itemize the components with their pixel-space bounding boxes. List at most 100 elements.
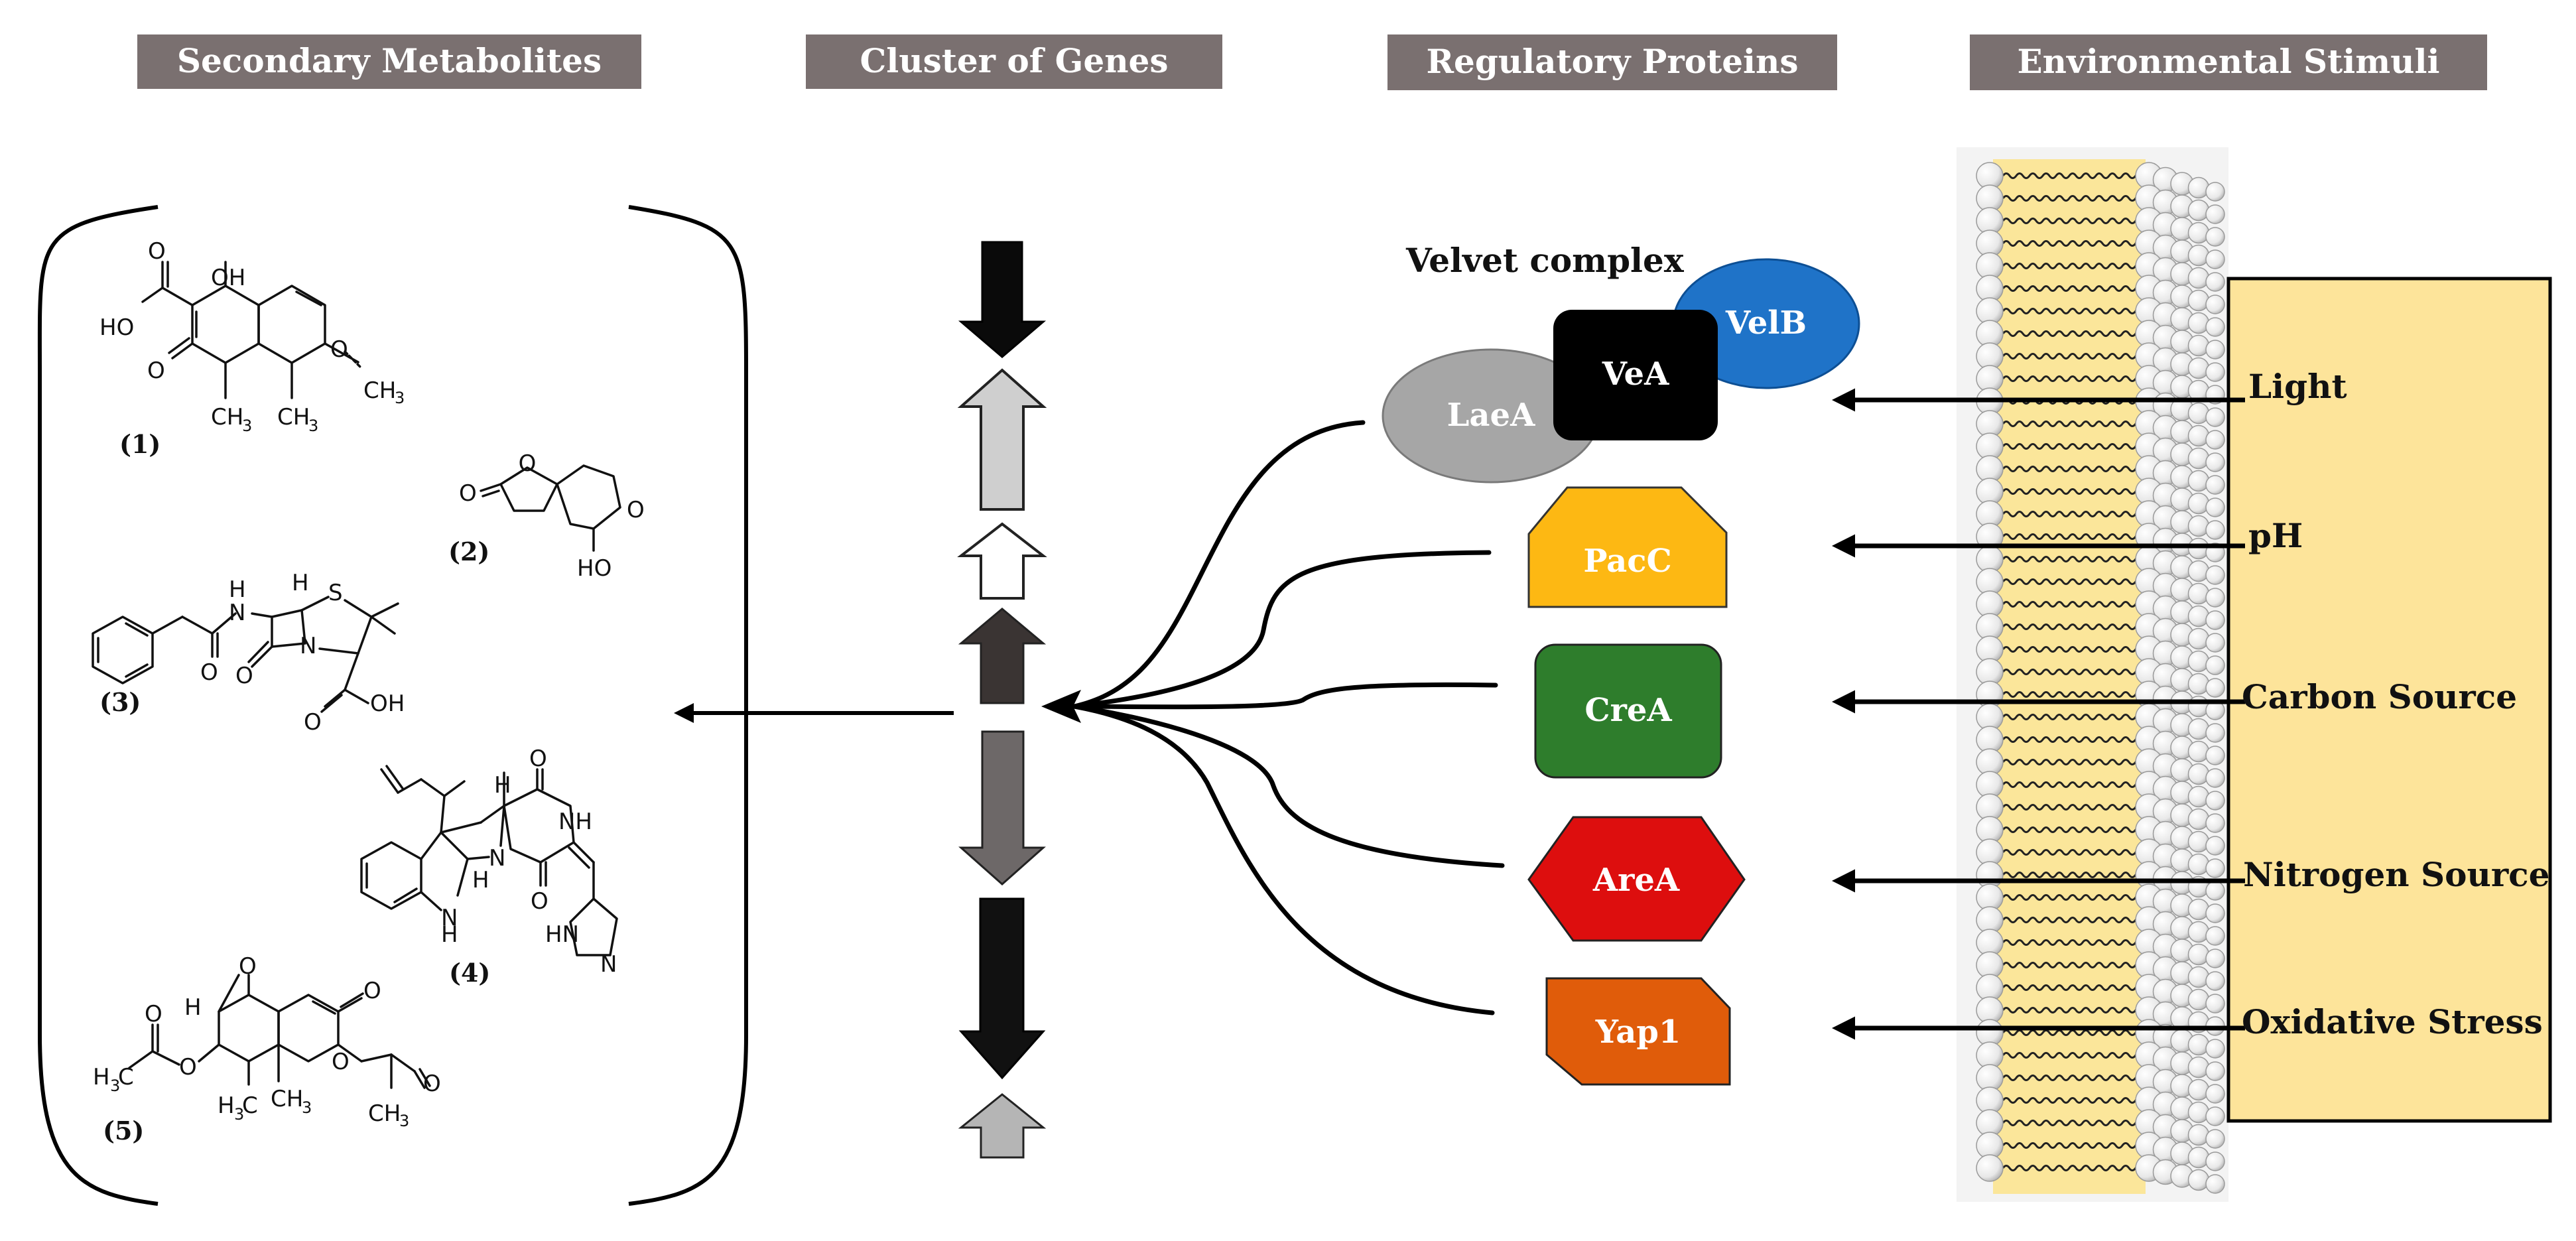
lipid-head <box>2187 650 2210 673</box>
lipid-head <box>2187 267 2210 289</box>
svg-text:O: O <box>179 1054 197 1080</box>
lipid-head <box>2205 994 2225 1013</box>
lipid-tail <box>2002 804 2150 811</box>
lipid-head <box>2187 425 2210 447</box>
stimulus-carbon-label: Carbon Source <box>2242 677 2517 716</box>
lipid-head <box>2187 718 2210 740</box>
stimulus-light: Light <box>1832 367 2347 412</box>
gene-arrow-1 <box>958 241 1047 358</box>
lipid-head <box>2205 182 2225 202</box>
lipid-head <box>2187 402 2210 425</box>
lipid-tail <box>2002 375 2150 382</box>
svg-text:3: 3 <box>242 417 252 435</box>
lipid-tail <box>2002 353 2150 359</box>
lipid-head <box>2187 943 2210 966</box>
svg-text:H: H <box>229 576 246 603</box>
lipid-head <box>2187 785 2210 808</box>
svg-text:O: O <box>627 497 645 523</box>
lipid-head <box>2187 1169 2210 1191</box>
lipid-tail <box>2002 1075 2150 1081</box>
lipid-head <box>1976 1154 2004 1182</box>
svg-text:H: H <box>292 570 309 596</box>
header-metabolites-label: Secondary Metabolites <box>177 41 602 80</box>
vea-protein: VeA <box>1553 310 1718 440</box>
svg-text:N: N <box>300 633 316 659</box>
lipid-head <box>2205 1061 2225 1081</box>
lipid-head <box>2187 560 2210 582</box>
lipid-tail <box>2002 1052 2150 1059</box>
lipid-head <box>2205 407 2225 427</box>
lipid-head <box>2187 222 2210 244</box>
pacc-protein: PacC <box>1527 486 1728 608</box>
lipid-head <box>2205 204 2225 224</box>
lipid-tail <box>2002 736 2150 743</box>
lipid-tail <box>2002 172 2150 179</box>
lipid-head <box>2187 515 2210 537</box>
lipid-head <box>2205 768 2225 788</box>
lipid-tail <box>2002 240 2150 247</box>
lipid-head <box>2187 492 2210 515</box>
svg-text:O: O <box>145 1001 162 1027</box>
svg-text:O: O <box>147 358 165 384</box>
lipid-head <box>2205 227 2225 247</box>
lipid-tail <box>2002 443 2150 450</box>
lipid-tail <box>2002 623 2150 630</box>
svg-text:O: O <box>459 480 477 507</box>
lipid-head <box>2205 430 2225 450</box>
lipid-head <box>2205 1039 2225 1059</box>
lipid-head <box>2205 610 2225 630</box>
lipid-head <box>2187 695 2210 718</box>
lipid-head <box>2205 340 2225 359</box>
gene-arrow-3 <box>957 522 1047 600</box>
lipid-head <box>2187 199 2210 222</box>
lipid-tail <box>2002 1120 2150 1126</box>
lipid-head <box>2187 1124 2210 1146</box>
lipid-head <box>2187 966 2210 988</box>
stimulus-ph-label: pH <box>2248 516 2303 555</box>
svg-text:CH: CH <box>363 377 396 404</box>
lipid-tail <box>2002 1029 2150 1036</box>
svg-text:O: O <box>239 953 257 980</box>
lipid-head <box>2187 470 2210 492</box>
stimulus-nitrogen-source: Nitrogen Source <box>1832 855 2549 894</box>
lipid-tail <box>2002 195 2150 202</box>
molecule-4-label: (4) <box>449 958 490 988</box>
stimulus-oxidative-label: Oxidative Stress <box>2242 1002 2543 1041</box>
velb-label: VelB <box>1725 304 1807 342</box>
svg-text:S: S <box>328 580 343 606</box>
lipid-head <box>2205 452 2225 472</box>
lipid-tail <box>2002 939 2150 946</box>
lipid-head <box>2187 763 2210 785</box>
lipid-head <box>2205 475 2225 495</box>
lipid-head <box>2187 673 2210 695</box>
regulatory-curves <box>1041 420 1505 1015</box>
lipid-tail <box>2002 466 2150 472</box>
lipid-head <box>2205 948 2225 968</box>
svg-text:O: O <box>529 746 547 772</box>
yap1-protein: Yap1 <box>1545 977 1731 1086</box>
svg-text:3: 3 <box>308 417 318 435</box>
molecule-4-structure: N H H N H O NH O HN N (4) <box>360 746 618 988</box>
lipid-head <box>2187 988 2210 1011</box>
lipid-head <box>2187 312 2210 334</box>
lipid-head <box>2205 565 2225 585</box>
gene-arrow-4 <box>958 608 1047 704</box>
svg-text:O: O <box>304 709 322 736</box>
svg-text:O: O <box>423 1071 441 1097</box>
lipid-head <box>2205 971 2225 991</box>
lipid-head <box>2205 655 2225 675</box>
lipid-head <box>2187 1033 2210 1056</box>
stimulus-ph: pH <box>1832 516 2303 558</box>
svg-text:OH: OH <box>370 690 405 717</box>
lipid-tail <box>2002 308 2150 314</box>
svg-text:NH: NH <box>558 809 592 835</box>
svg-text:3: 3 <box>110 1077 120 1095</box>
lipid-tail <box>2002 263 2150 269</box>
lipid-tail <box>2002 511 2150 517</box>
cell-membrane <box>1957 147 2228 1202</box>
stimulus-carbon-source: Carbon Source <box>1832 677 2517 716</box>
lipid-head <box>2205 249 2225 269</box>
lipid-head <box>2205 294 2225 314</box>
lipid-tail <box>2002 218 2150 224</box>
